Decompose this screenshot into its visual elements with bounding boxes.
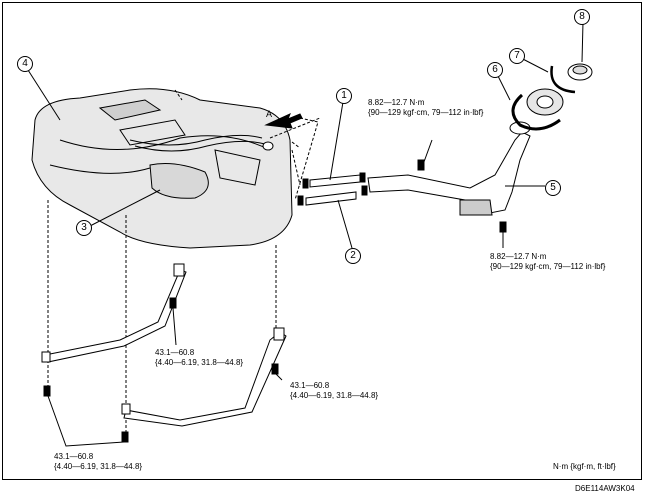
- torque-value-alt: {90—129 kgf·cm, 79—112 in·lbf}: [490, 262, 606, 271]
- callout-1: 1: [336, 88, 352, 104]
- strap-bolt: [169, 297, 177, 309]
- view-arrow-a: [264, 113, 303, 129]
- strap-bolt: [43, 385, 51, 397]
- torque-spec-filler-bottom: 8.82—12.7 N·m {90—129 kgf·cm, 79—112 in·…: [490, 252, 605, 272]
- hose-1: [309, 174, 361, 188]
- tank-tube: [129, 134, 263, 146]
- view-label-a: A: [266, 109, 273, 119]
- hose-clamp: [359, 172, 366, 183]
- tank-pump-area: [149, 163, 209, 199]
- torque-spec-strap-bottom: 43.1—60.8 {4.40—6.19, 31.8—44.8}: [54, 452, 142, 472]
- strap-bolt: [271, 363, 279, 375]
- torque-leader: [420, 139, 433, 171]
- gasket: [550, 65, 576, 94]
- seal-ring: [511, 93, 561, 131]
- filler-bolt: [499, 221, 507, 233]
- tank-rib: [214, 149, 261, 186]
- torque-spec-filler-top: 8.82—12.7 N·m {90—129 kgf·cm, 79—112 in·…: [368, 98, 483, 118]
- callout-6: 6: [487, 62, 503, 78]
- callout-5: 5: [545, 180, 561, 196]
- callout-leader: [581, 21, 584, 63]
- torque-value-alt: {90—129 kgf·cm, 79—112 in·lbf}: [368, 108, 484, 117]
- torque-value-alt: {4.40—6.19, 31.8—44.8}: [155, 358, 244, 367]
- callout-leader: [27, 69, 61, 121]
- callout-8: 8: [574, 9, 590, 25]
- filler-pipe-bracket: [459, 199, 493, 216]
- torque-spec-strap-left: 43.1—60.8 {4.40—6.19, 31.8—44.8}: [155, 348, 243, 368]
- torque-leader: [275, 373, 283, 381]
- torque-value: 43.1—60.8: [54, 452, 94, 461]
- torque-value: 8.82—12.7 N·m: [490, 252, 547, 261]
- torque-value-alt: {4.40—6.19, 31.8—44.8}: [290, 391, 379, 400]
- tank-rib: [59, 135, 271, 151]
- callout-4: 4: [17, 56, 33, 72]
- callout-3: 3: [76, 220, 92, 236]
- torque-leader: [47, 395, 125, 447]
- hose-2: [305, 191, 357, 206]
- figure-frame: [2, 2, 642, 480]
- strap-bracket: [121, 403, 131, 415]
- units-note: N·m {kgf·m, ft·lbf}: [553, 462, 616, 471]
- strap-bracket: [173, 263, 185, 277]
- torque-spec-strap-right: 43.1—60.8 {4.40—6.19, 31.8—44.8}: [290, 381, 378, 401]
- tank-tube: [134, 140, 266, 152]
- callout-2: 2: [345, 248, 361, 264]
- tank-top-recess: [98, 99, 162, 121]
- callout-7: 7: [509, 48, 525, 64]
- strap-bracket: [273, 327, 285, 341]
- figure-code: D6E114AW3K04: [575, 484, 635, 493]
- torque-value: 43.1—60.8: [155, 348, 195, 357]
- tank-cap-fitting: [262, 141, 274, 151]
- hose-clamp: [361, 185, 368, 196]
- tank-strap: [44, 269, 187, 363]
- tank-rib: [49, 164, 151, 174]
- callout-leader: [329, 101, 344, 181]
- torque-value: 8.82—12.7 N·m: [368, 98, 425, 107]
- filler-cap-inner: [536, 95, 554, 109]
- hose-clamp: [297, 195, 304, 206]
- hose-clamp: [302, 178, 309, 189]
- filler-pipe: [367, 131, 531, 216]
- callout-leader: [89, 189, 161, 227]
- strap-bolt: [121, 431, 129, 443]
- tank-rib: [119, 119, 186, 146]
- filler-bolt: [417, 159, 425, 171]
- strap-bracket: [41, 351, 51, 363]
- torque-value: 43.1—60.8: [290, 381, 330, 390]
- fuel-cap-top: [572, 65, 588, 75]
- torque-leader: [172, 307, 177, 346]
- leader-lines: [47, 89, 321, 440]
- callout-leader: [337, 199, 353, 249]
- tank-strap: [123, 331, 287, 427]
- torque-value-alt: {4.40—6.19, 31.8—44.8}: [54, 462, 143, 471]
